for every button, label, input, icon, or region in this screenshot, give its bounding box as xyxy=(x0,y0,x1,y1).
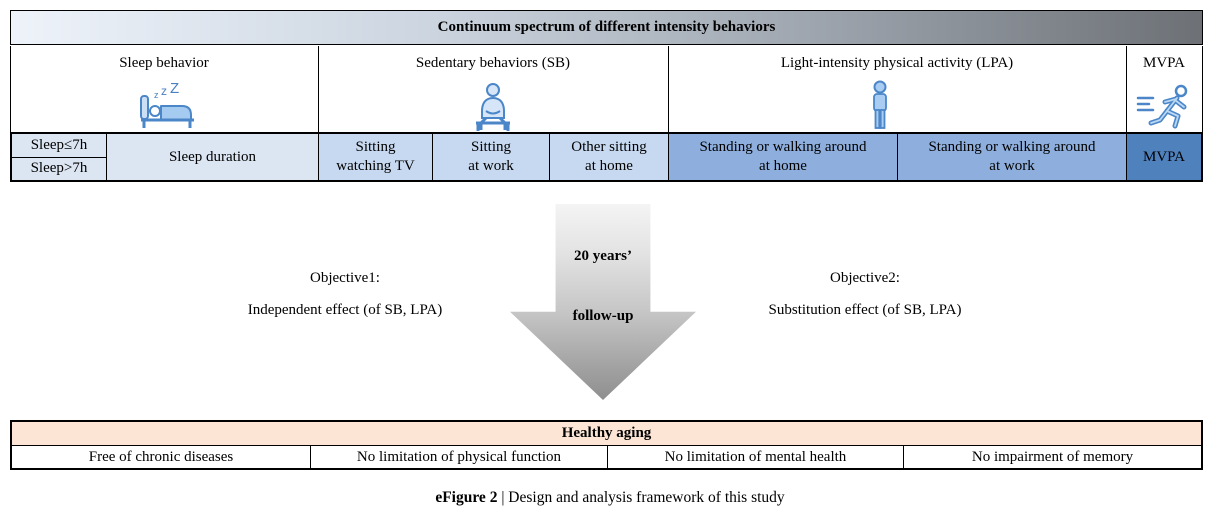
cell-sitting-work: Sitting at work xyxy=(433,134,550,180)
cell-sleep-gt-7h: Sleep>7h xyxy=(30,160,88,177)
objective-2-title: Objective2: xyxy=(830,270,900,286)
continuum-header-label: Continuum spectrum of different intensit… xyxy=(437,19,776,35)
sleep-threshold-cells: Sleep≤7h Sleep>7h xyxy=(12,134,107,180)
category-label-sleep: Sleep behavior xyxy=(119,55,209,71)
objective-1-desc: Independent effect (of SB, LPA) xyxy=(247,302,443,318)
category-divider xyxy=(1126,46,1127,132)
category-divider xyxy=(668,46,669,132)
cell-sitting-tv: Sitting watching TV xyxy=(319,134,433,180)
figure-caption: eFigure 2 | Design and analysis framewor… xyxy=(0,489,1220,507)
objective-1-title: Objective1: xyxy=(310,270,380,286)
healthy-aging-header: Healthy aging xyxy=(12,422,1201,446)
cell-memory: No impairment of memory xyxy=(904,446,1201,468)
category-label-mvpa: MVPA xyxy=(1143,55,1185,71)
cell-sleep-le-7h: Sleep≤7h xyxy=(12,134,106,158)
continuum-header-bar: Continuum spectrum of different intensit… xyxy=(10,10,1203,45)
cell-mvpa: MVPA xyxy=(1127,134,1201,180)
objective-1: Objective1: Independent effect (of SB, L… xyxy=(193,262,497,326)
arrow-text-line2: follow-up xyxy=(572,308,634,324)
sitting-person-icon xyxy=(471,82,515,132)
sleep-bed-icon: z z Z xyxy=(135,80,201,130)
objective-2-desc: Substitution effect (of SB, LPA) xyxy=(768,302,962,318)
follow-up-arrow xyxy=(510,204,696,400)
arrow-text-line1: 20 years’ xyxy=(574,248,632,264)
cell-physical-function: No limitation of physical function xyxy=(311,446,608,468)
svg-text:z: z xyxy=(154,90,159,100)
category-divider xyxy=(1202,46,1203,132)
cell-chronic-diseases: Free of chronic diseases xyxy=(12,446,311,468)
cell-sleep-duration: Sleep duration xyxy=(107,134,319,180)
category-label-sedentary: Sedentary behaviors (SB) xyxy=(415,55,571,71)
standing-person-icon xyxy=(866,80,894,132)
healthy-aging-body: Free of chronic diseases No limitation o… xyxy=(12,446,1201,468)
objective-2: Objective2: Substitution effect (of SB, … xyxy=(713,262,1017,326)
svg-text:Z: Z xyxy=(170,80,179,97)
figure-caption-number: eFigure 2 xyxy=(435,489,498,506)
cell-standing-work: Standing or walking around at work xyxy=(898,134,1127,180)
behavior-intensity-row: Sleep≤7h Sleep>7h Sleep duration Sitting… xyxy=(10,132,1203,182)
category-divider xyxy=(10,46,11,132)
running-person-icon xyxy=(1136,82,1192,132)
svg-text:z: z xyxy=(161,84,167,98)
cell-standing-home: Standing or walking around at home xyxy=(669,134,898,180)
cell-other-sitting: Other sitting at home xyxy=(550,134,669,180)
category-divider xyxy=(318,46,319,132)
figure-caption-text: | Design and analysis framework of this … xyxy=(497,489,785,506)
healthy-aging-table: Healthy aging Free of chronic diseases N… xyxy=(10,420,1203,470)
category-label-lpa: Light-intensity physical activity (LPA) xyxy=(780,55,1014,71)
cell-mental-health: No limitation of mental health xyxy=(608,446,904,468)
